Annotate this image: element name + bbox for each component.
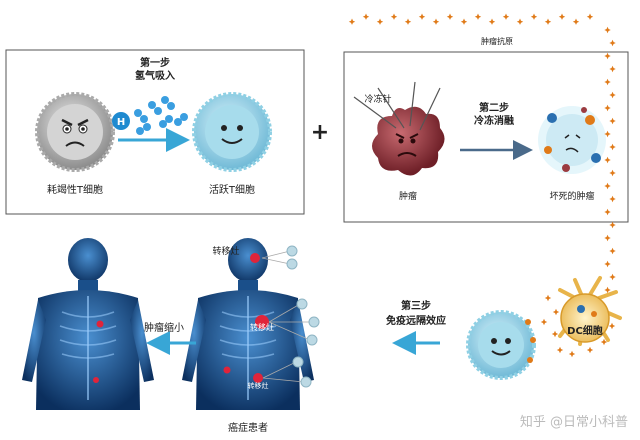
step3-subtitle: 免疫远隔效应 xyxy=(386,314,446,327)
antigen-particle xyxy=(609,247,616,255)
antigen-particle xyxy=(604,182,611,190)
antigen-particle xyxy=(609,195,616,203)
antigen-particle xyxy=(474,13,482,20)
antigen-particle xyxy=(609,221,616,229)
antigen-particle xyxy=(609,117,616,125)
antigen-particle xyxy=(604,78,611,86)
antigen-particle xyxy=(404,18,412,25)
cryo-probe-label: 冷冻针 xyxy=(364,93,391,105)
active-t-cell xyxy=(192,92,272,172)
metastasis-label-mid: 转移灶 xyxy=(250,322,274,332)
antigen-particle xyxy=(502,13,510,20)
dead-tumor xyxy=(538,106,606,174)
antigen-particle xyxy=(390,13,398,20)
step3-t-cell xyxy=(466,310,536,380)
watermark: 知乎 @日常小科普 xyxy=(520,414,628,430)
antigen-particle xyxy=(604,208,611,216)
antigen-particle xyxy=(600,338,608,346)
antigen-particle xyxy=(609,65,616,73)
tumor-antigen-stream xyxy=(348,13,616,358)
antigen-particle xyxy=(608,322,616,330)
patient-label: 癌症患者 xyxy=(228,421,268,434)
antigen-particle xyxy=(586,346,594,354)
step1-title: 第一步 xyxy=(140,56,170,69)
antigen-particle xyxy=(609,273,616,281)
antigen-particle xyxy=(376,18,384,25)
patient-body-right xyxy=(182,238,314,410)
antigen-particle xyxy=(446,13,454,20)
metastasis-t-cells xyxy=(261,245,320,388)
antigen-particle xyxy=(604,26,611,34)
dc-cell xyxy=(558,276,622,346)
antigen-particle xyxy=(604,234,611,242)
dead-tumor-label: 坏死的肿瘤 xyxy=(549,190,594,202)
antigen-particle xyxy=(551,330,559,338)
antigen-particle xyxy=(604,104,611,112)
antigen-particle xyxy=(609,91,616,99)
step2-title: 第二步 xyxy=(479,101,509,114)
antigen-particle xyxy=(488,18,496,25)
antigen-particle xyxy=(604,156,611,164)
antigen-particle xyxy=(568,350,576,358)
antigen-particle xyxy=(544,294,552,302)
metastasis-label-top: 转移灶 xyxy=(212,245,239,257)
antigen-particle xyxy=(586,13,594,20)
antigen-particle xyxy=(552,308,560,316)
antigen-particle xyxy=(556,346,564,354)
hydrogen-molecules: H xyxy=(112,96,188,135)
antigen-particle xyxy=(348,18,356,25)
antigen-particle xyxy=(604,130,611,138)
antigen-particle xyxy=(544,18,552,25)
antigen-particle xyxy=(558,13,566,20)
antigen-particle xyxy=(362,13,370,20)
hydrogen-symbol: H xyxy=(117,117,125,128)
antigen-particle xyxy=(572,18,580,25)
antigen-particle xyxy=(418,13,426,20)
plus-sign: + xyxy=(311,120,329,145)
step1-subtitle: 氢气吸入 xyxy=(135,69,175,82)
metastasis-label-low: 转移灶 xyxy=(248,381,269,390)
active-t-cell-label: 活跃T细胞 xyxy=(209,183,255,196)
tumor-antigen-label: 肿瘤抗原 xyxy=(481,36,513,46)
step2-subtitle: 冷冻消融 xyxy=(474,114,514,127)
antigen-particle xyxy=(604,52,611,60)
step3-title: 第三步 xyxy=(401,299,431,312)
antigen-particle xyxy=(609,39,616,47)
antigen-particle xyxy=(516,18,524,25)
antigen-particle xyxy=(432,18,440,25)
antigen-particle xyxy=(530,13,538,20)
antigen-particle xyxy=(604,286,611,294)
antigen-particle xyxy=(609,169,616,177)
antigen-particle xyxy=(604,260,611,268)
patient-body-left xyxy=(22,238,154,410)
dc-cell-label: DC细胞 xyxy=(567,324,603,337)
cryo-probes xyxy=(353,81,441,131)
antigen-particle xyxy=(460,18,468,25)
antigen-particle xyxy=(540,318,548,326)
exhausted-t-cell xyxy=(35,92,115,172)
antigen-particle xyxy=(609,143,616,151)
exhausted-t-cell-label: 耗竭性T细胞 xyxy=(47,183,103,196)
shrink-label: 肿瘤缩小 xyxy=(144,321,184,334)
tumor-label: 肿瘤 xyxy=(399,190,417,202)
